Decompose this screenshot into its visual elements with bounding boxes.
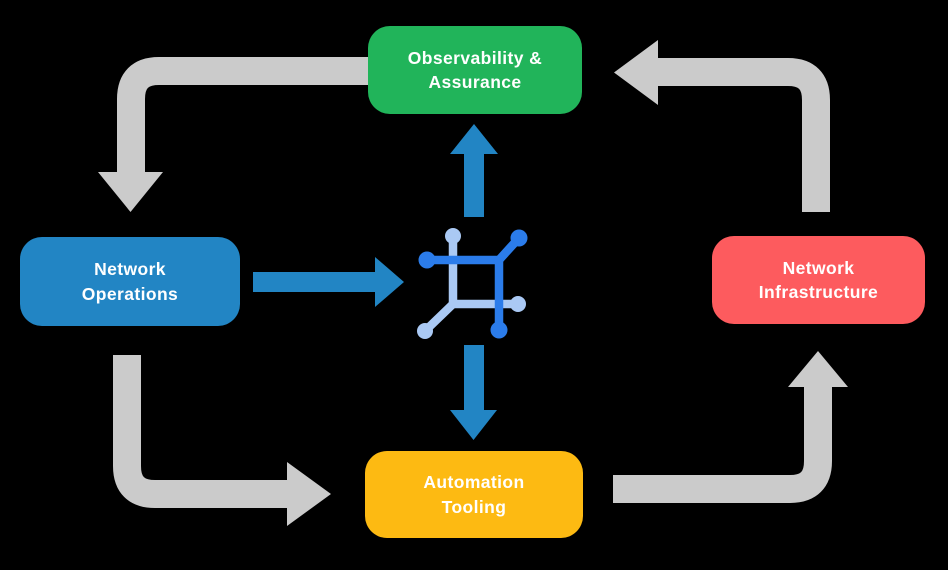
arrow-observability-to-network-operations: [98, 57, 368, 212]
node-network-infrastructure: Network Infrastructure: [712, 236, 925, 324]
arrow-network-infrastructure-to-observability: [614, 40, 830, 212]
node-label-line: Tooling: [441, 496, 507, 517]
network-mesh-icon: [417, 228, 528, 339]
arrow-network-operations-to-hub: [253, 257, 404, 307]
arrow-network-operations-to-automation-tooling: [113, 355, 331, 526]
node-label-line: Network: [94, 259, 166, 280]
node-automation-tooling: Automation Tooling: [365, 451, 583, 538]
node-label-line: Network: [782, 257, 855, 278]
node-label-line: Automation: [423, 472, 525, 493]
node-network-operations: Network Operations: [20, 237, 240, 326]
node-label-line: Operations: [81, 283, 179, 304]
node-label-line: Assurance: [428, 72, 522, 92]
node-label-line: Infrastructure: [758, 282, 879, 302]
node-label-line: Observability &: [407, 47, 543, 68]
arrow-hub-to-automation-tooling: [450, 345, 497, 440]
arrow-automation-tooling-to-network-infrastructure: [613, 351, 848, 503]
arrow-hub-to-observability: [450, 124, 498, 217]
node-observability-assurance: Observability & Assurance: [368, 26, 582, 114]
